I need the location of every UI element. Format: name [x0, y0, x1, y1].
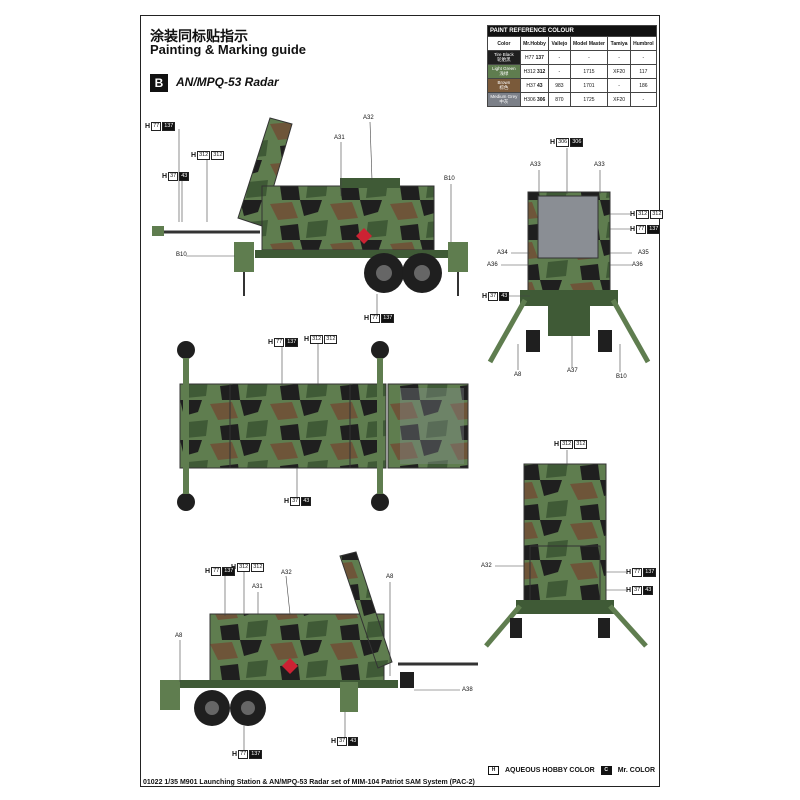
paint-reference-table: PAINT REFERENCE COLOUR Color Mr.Hobby Va…	[487, 25, 658, 107]
radar-top-view	[177, 341, 469, 511]
part-label: A8	[386, 574, 394, 580]
part-label: A32	[281, 570, 292, 576]
aqueous-box: H	[488, 766, 499, 775]
part-label: A36	[632, 262, 643, 268]
radar-rear-view	[484, 463, 648, 648]
radar-front-view	[487, 191, 651, 364]
model-name: AN/MPQ-53 Radar	[176, 75, 279, 89]
part-label: A33	[594, 162, 605, 168]
part-label: A35	[638, 250, 649, 256]
tamiya-cell: XF20	[607, 92, 631, 107]
legend-aqueous: AQUEOUS HOBBY COLOR	[505, 767, 595, 774]
radar-side-view	[152, 117, 468, 296]
color-legend: H AQUEOUS HOBBY COLOR C Mr. COLOR	[488, 766, 655, 775]
vallejo-cell: 870	[548, 92, 571, 107]
radar-side-view-2	[160, 551, 478, 726]
mrcolor-box: C	[600, 766, 612, 775]
part-label: A38	[462, 687, 473, 693]
part-label: A36	[487, 262, 498, 268]
leader-lines	[178, 121, 632, 750]
part-label: B10	[176, 252, 187, 258]
page-title: Painting & Marking guide	[150, 42, 307, 57]
product-footer: 01022 1/35 M901 Launching Station & AN/M…	[143, 779, 475, 786]
part-label: A33	[530, 162, 541, 168]
part-label: A31	[252, 584, 263, 590]
humbrol-cell: -	[629, 92, 658, 107]
part-label: A37	[567, 368, 578, 374]
part-label: A8	[175, 633, 183, 639]
section-badge: B	[150, 74, 168, 92]
part-label: B10	[616, 374, 627, 380]
part-label: A31	[334, 135, 345, 141]
humbrol-cell: -	[629, 50, 658, 65]
part-label: A34	[497, 250, 508, 256]
part-label: A8	[514, 372, 522, 378]
legend-mrcolor: Mr. COLOR	[617, 767, 656, 774]
page-title-cn: 涂装同标贴指示	[150, 29, 248, 45]
col-tamiya: Tamiya	[607, 36, 631, 51]
part-label: B10	[444, 176, 455, 182]
part-label: A32	[481, 563, 492, 569]
part-label: A32	[363, 115, 374, 121]
